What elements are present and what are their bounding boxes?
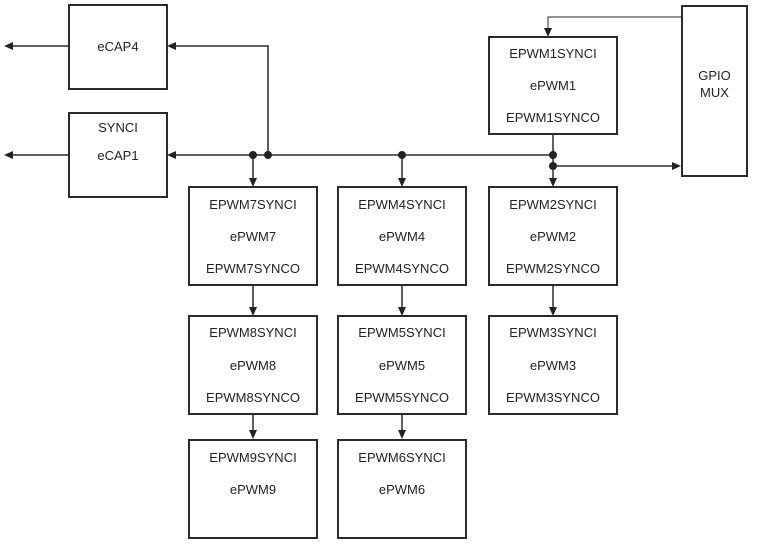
epwm5-block: EPWM5SYNCI ePWM5 EPWM5SYNCO (337, 315, 467, 415)
epwm3-block: EPWM3SYNCI ePWM3 EPWM3SYNCO (488, 315, 618, 415)
epwm8-sync-in-label: EPWM8SYNCI (209, 325, 296, 340)
ecap1-block: SYNCI eCAP1 (68, 112, 168, 198)
epwm9-sync-in-label: EPWM9SYNCI (209, 450, 296, 465)
epwm2-input-arrowhead (549, 178, 557, 187)
epwm1-sync-out-label: EPWM1SYNCO (506, 110, 600, 125)
epwm4-input-arrowhead (398, 178, 406, 187)
junction-dot-ecap4 (264, 151, 272, 159)
epwm3-sync-out-label: EPWM3SYNCO (506, 390, 600, 405)
gpio-mux-label-line2: MUX (700, 85, 729, 100)
junction-dot-epwm4 (398, 151, 406, 159)
epwm6-name-label: ePWM6 (379, 482, 425, 497)
epwm7-sync-out-label: EPWM7SYNCO (206, 261, 300, 276)
gpio-mux-input-arrowhead (672, 162, 681, 170)
gpio-mux-to-epwm1-line (547, 16, 681, 29)
epwm5-name-label: ePWM5 (379, 358, 425, 373)
epwm8-name-label: ePWM8 (230, 358, 276, 373)
ecap4-output-arrowhead (4, 42, 13, 50)
epwm2-sync-out-label: EPWM2SYNCO (506, 261, 600, 276)
gpio-mux-label-line1: GPIO (698, 68, 731, 83)
epwm8-input-arrowhead (249, 307, 257, 316)
epwm6-sync-in-label: EPWM6SYNCI (358, 450, 445, 465)
junction-dot-epwm7 (249, 151, 257, 159)
epwm9-name-label: ePWM9 (230, 482, 276, 497)
epwm4-sync-in-label: EPWM4SYNCI (358, 197, 445, 212)
epwm4-name-label: ePWM4 (379, 229, 425, 244)
epwm1-input-arrowhead (544, 28, 552, 37)
ecap1-input-arrowhead (167, 151, 176, 159)
connectors (4, 16, 681, 439)
junction-dot-gpio-mux (549, 162, 557, 170)
epwm1-name-label: ePWM1 (530, 78, 576, 93)
gpio-mux-block: GPIO MUX (681, 5, 748, 177)
epwm1-block: EPWM1SYNCI ePWM1 EPWM1SYNCO (488, 36, 618, 135)
junction-dot-epwm1-out (549, 151, 557, 159)
epwm7-name-label: ePWM7 (230, 229, 276, 244)
epwm6-block: EPWM6SYNCI ePWM6 (337, 439, 467, 539)
epwm7-sync-in-label: EPWM7SYNCI (209, 197, 296, 212)
ecap4-block: eCAP4 (68, 4, 168, 90)
ecap1-output-arrowhead (4, 151, 13, 159)
epwm4-block: EPWM4SYNCI ePWM4 EPWM4SYNCO (337, 186, 467, 286)
epwm2-block: EPWM2SYNCI ePWM2 EPWM2SYNCO (488, 186, 618, 286)
ecap4-input-line (176, 45, 269, 155)
epwm3-sync-in-label: EPWM3SYNCI (509, 325, 596, 340)
epwm6-input-arrowhead (398, 430, 406, 439)
epwm8-sync-out-label: EPWM8SYNCO (206, 390, 300, 405)
epwm3-name-label: ePWM3 (530, 358, 576, 373)
epwm7-input-arrowhead (249, 178, 257, 187)
epwm2-sync-in-label: EPWM2SYNCI (509, 197, 596, 212)
ecap4-input-arrowhead (167, 42, 176, 50)
epwm3-input-arrowhead (549, 307, 557, 316)
epwm9-input-arrowhead (249, 430, 257, 439)
epwm8-block: EPWM8SYNCI ePWM8 EPWM8SYNCO (188, 315, 318, 415)
ecap4-label: eCAP4 (97, 39, 138, 54)
epwm5-sync-in-label: EPWM5SYNCI (358, 325, 445, 340)
epwm1-sync-in-label: EPWM1SYNCI (509, 46, 596, 61)
epwm9-block: EPWM9SYNCI ePWM9 (188, 439, 318, 539)
epwm4-sync-out-label: EPWM4SYNCO (355, 261, 449, 276)
epwm5-sync-out-label: EPWM5SYNCO (355, 390, 449, 405)
ecap1-label: eCAP1 (97, 148, 138, 163)
ecap1-sync-in-label: SYNCI (98, 120, 138, 135)
epwm2-name-label: ePWM2 (530, 229, 576, 244)
epwm7-block: EPWM7SYNCI ePWM7 EPWM7SYNCO (188, 186, 318, 286)
epwm5-input-arrowhead (398, 307, 406, 316)
